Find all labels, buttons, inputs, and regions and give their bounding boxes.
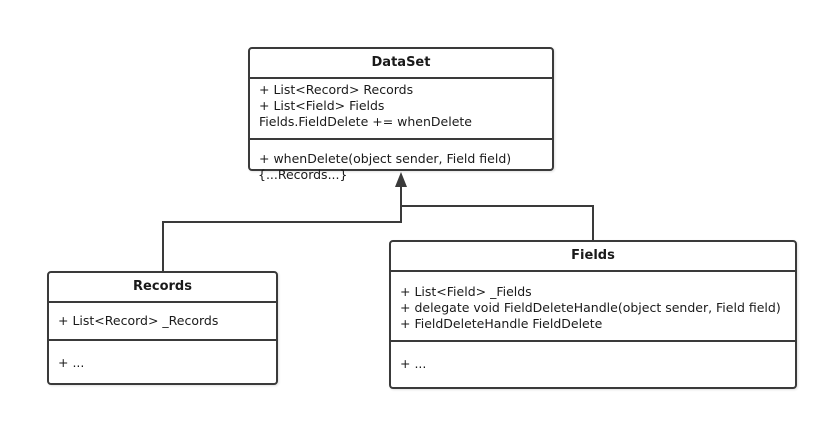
class-operation: + whenDelete(object sender, Field field) xyxy=(259,151,512,166)
records-to-dataset-connector xyxy=(162,186,402,271)
dataset-note: {...Records...} xyxy=(258,167,348,182)
class-records-attributes: + List<Record> _Records xyxy=(49,303,276,339)
class-fields-name: Fields xyxy=(391,242,795,272)
class-attribute: + List<Field> _Fields xyxy=(400,284,532,299)
class-attribute: + List<Record> Records xyxy=(259,82,414,97)
class-dataset-operations: + whenDelete(object sender, Field field) xyxy=(250,138,552,167)
class-records[interactable]: Records + List<Record> _Records + ... xyxy=(47,271,278,385)
class-records-name: Records xyxy=(49,273,276,303)
class-attribute: + List<Field> Fields xyxy=(259,98,385,113)
class-operation: + ... xyxy=(58,355,85,370)
class-attribute: + FieldDeleteHandle FieldDelete xyxy=(400,316,603,331)
class-attribute: Fields.FieldDelete += whenDelete xyxy=(259,114,472,129)
class-dataset[interactable]: DataSet + List<Record> Records + List<Fi… xyxy=(248,47,554,171)
arrowhead-to-dataset xyxy=(395,172,407,187)
class-fields-operations: + ... xyxy=(391,340,795,372)
class-attribute: + delegate void FieldDeleteHandle(object… xyxy=(400,300,781,315)
class-dataset-name: DataSet xyxy=(250,49,552,79)
fields-to-dataset-connector xyxy=(401,205,594,241)
class-fields-attributes: + List<Field> _Fields + delegate void Fi… xyxy=(391,272,795,340)
class-operation: + ... xyxy=(400,356,427,371)
class-fields[interactable]: Fields + List<Field> _Fields + delegate … xyxy=(389,240,797,389)
class-records-operations: + ... xyxy=(49,339,276,371)
class-attribute: + List<Record> _Records xyxy=(58,313,219,328)
class-dataset-attributes: + List<Record> Records + List<Field> Fie… xyxy=(250,79,552,138)
